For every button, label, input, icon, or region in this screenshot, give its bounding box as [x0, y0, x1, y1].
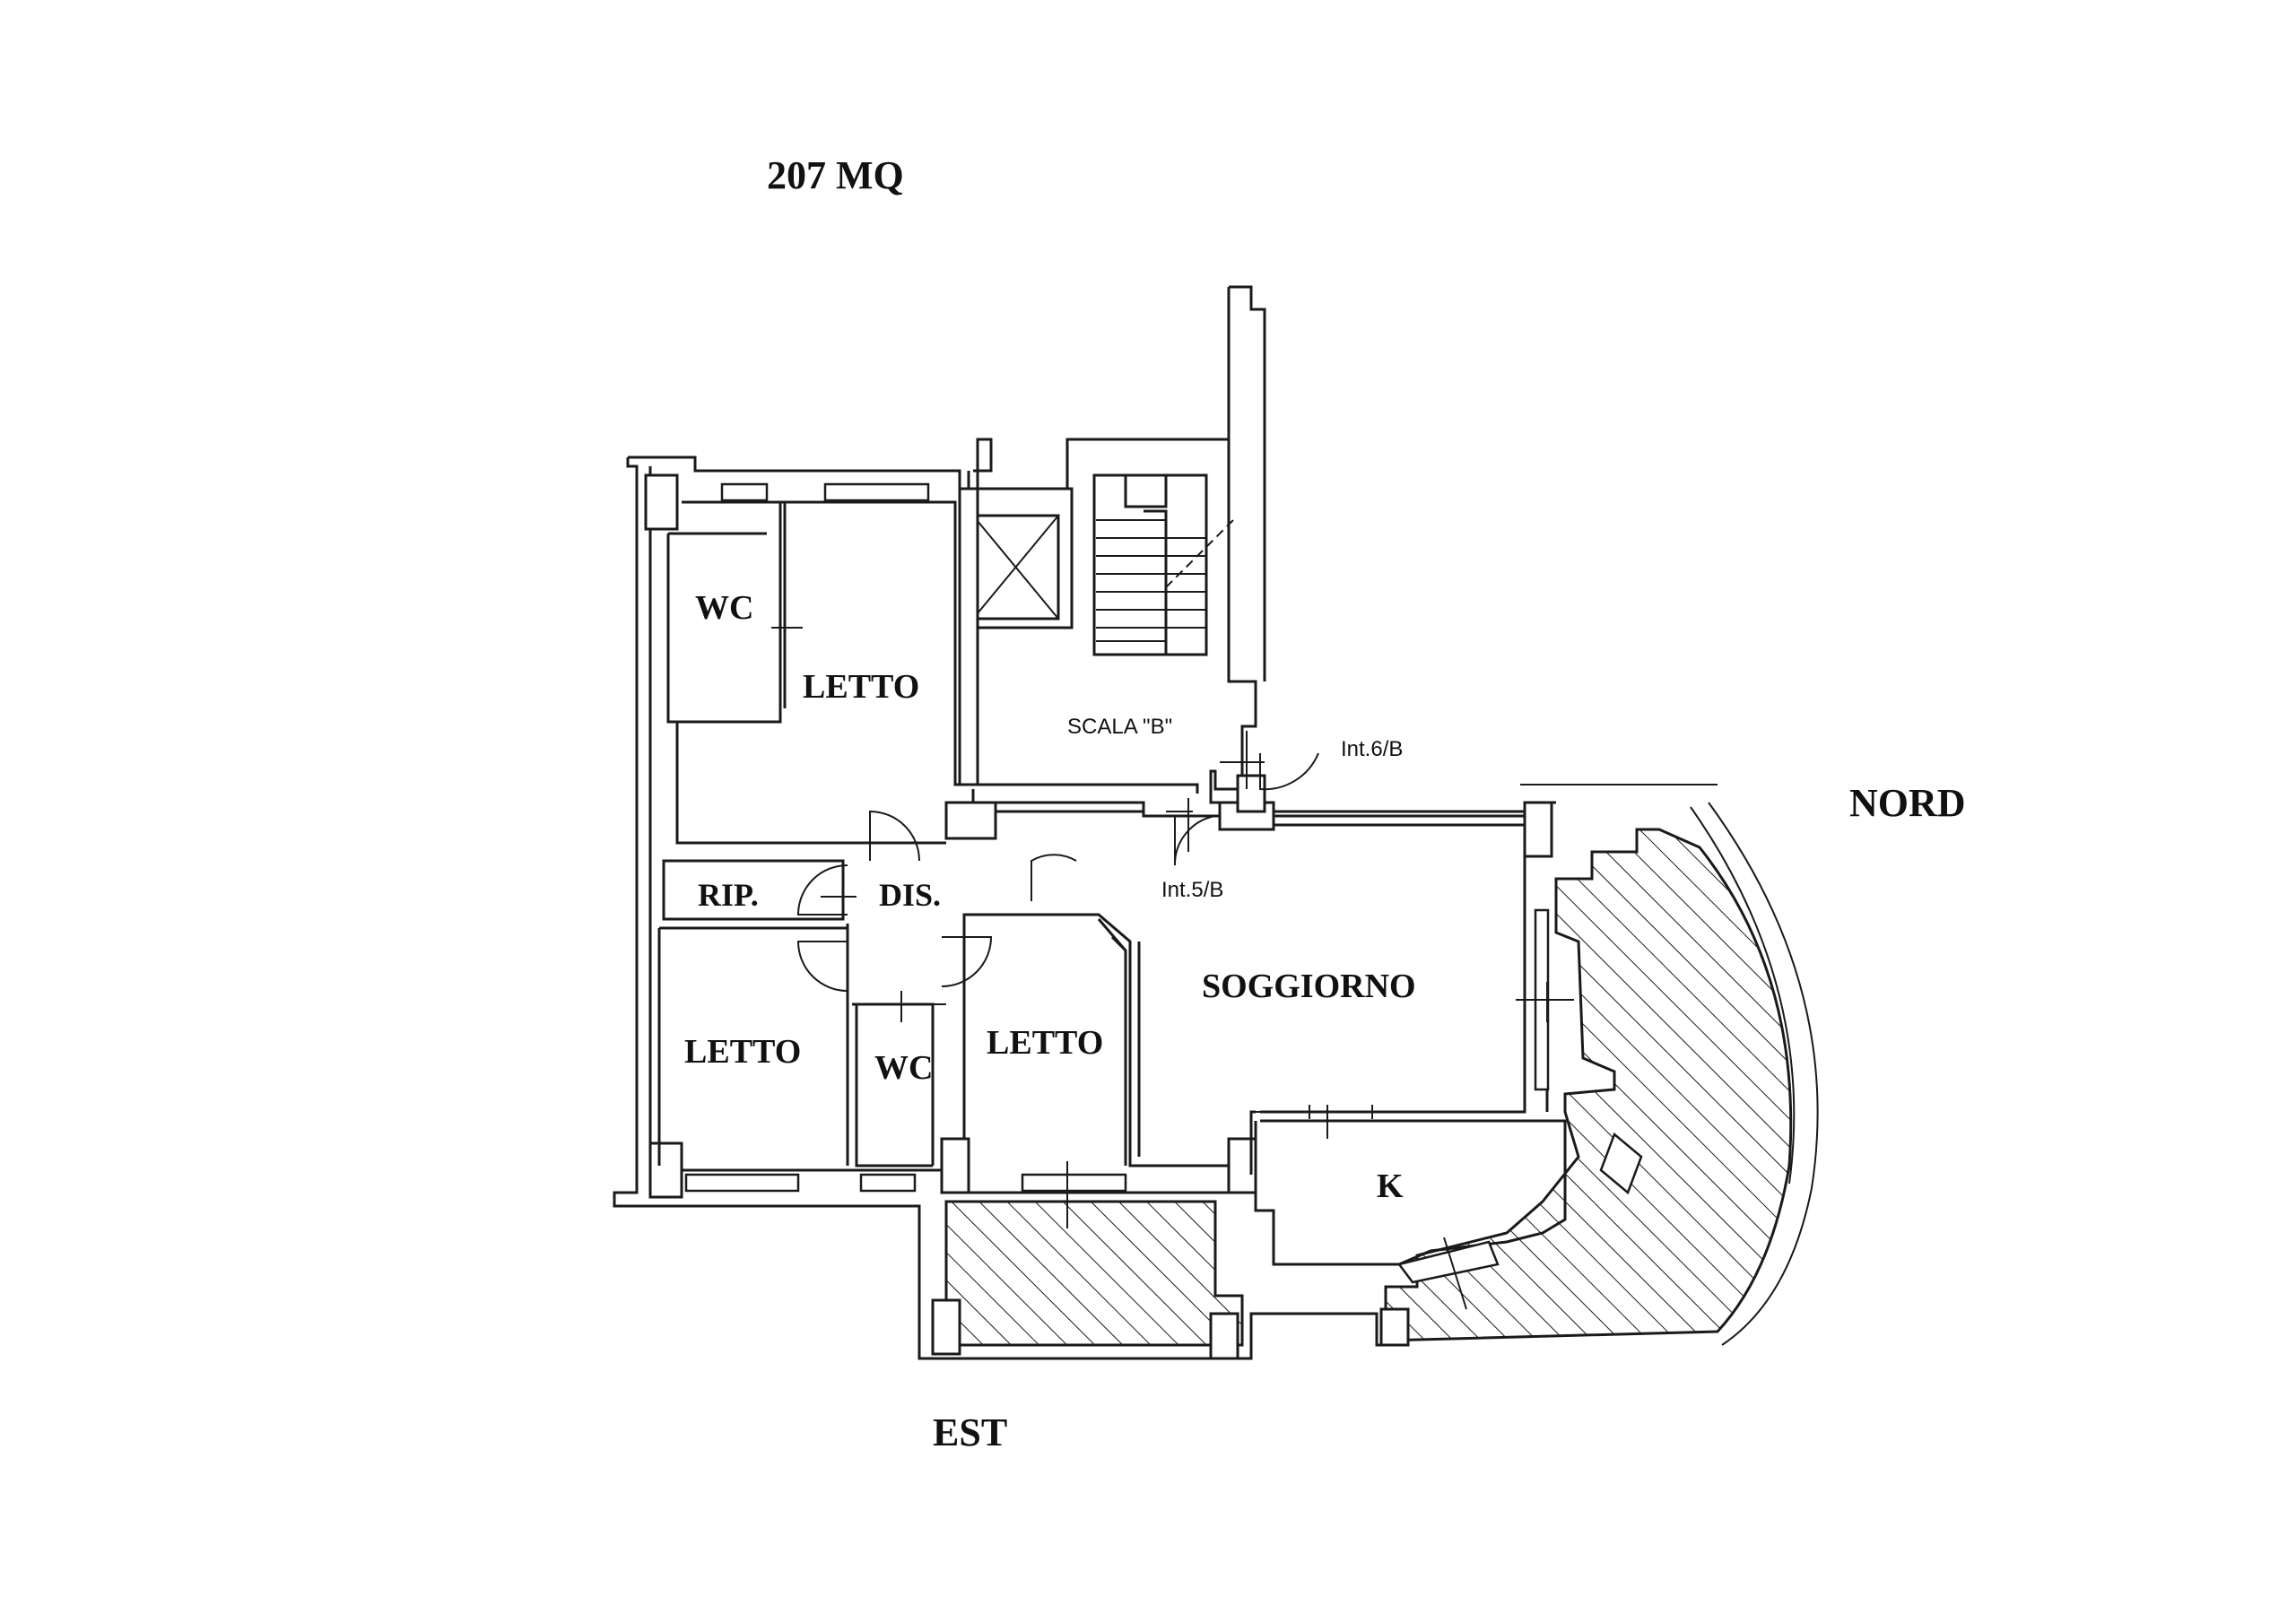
elevator-cross-2	[972, 515, 1059, 620]
int5-label: Int.5/B	[1161, 878, 1223, 902]
top-wall-left	[628, 438, 993, 490]
tall-wall	[1229, 285, 1266, 681]
area-label: 207 MQ	[767, 153, 904, 197]
east-label: EST	[933, 1410, 1007, 1454]
top-windows	[720, 482, 930, 502]
terrace-arc	[1708, 802, 1819, 1346]
terrace-north	[1384, 828, 1793, 1342]
rip-label: RIP.	[698, 877, 759, 913]
letto-left-label: LETTO	[684, 1033, 801, 1071]
letto-mid-label: LETTO	[987, 1024, 1103, 1062]
dis-label: DIS.	[879, 877, 941, 913]
terrace-arc-inner	[1690, 806, 1796, 1185]
elevator-surround	[960, 487, 1074, 629]
landing-wall	[971, 789, 1220, 818]
doors	[771, 619, 1319, 1022]
exterior-wall	[613, 457, 1386, 1360]
stair-treads	[1092, 473, 1234, 656]
terrace-east	[935, 1200, 1244, 1347]
scala-label: SCALA "B"	[1067, 715, 1172, 739]
pillars	[644, 473, 1553, 1360]
top-wall-left-inner	[682, 471, 970, 786]
kitchen-label: K	[1377, 1167, 1404, 1205]
int6-label: Int.6/B	[1341, 737, 1403, 761]
wc-bottom-label: WC	[874, 1049, 933, 1087]
wc-top-label: WC	[695, 589, 753, 627]
bottom-windows	[684, 1161, 1127, 1228]
kitchen-walls	[1249, 1105, 1643, 1310]
north-label: NORD	[1849, 781, 1966, 825]
soggiorno-label: SOGGIORNO	[1202, 968, 1416, 1005]
stair-block	[969, 438, 1556, 818]
letto-top-label: LETTO	[803, 668, 919, 706]
